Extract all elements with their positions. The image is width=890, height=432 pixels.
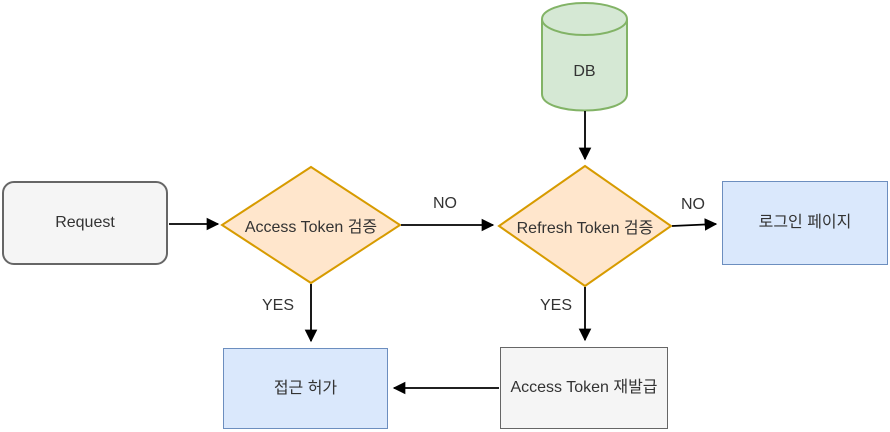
db-cylinder-body (541, 19, 628, 112)
db-cylinder-shape (541, 2, 628, 112)
edge-label-refresh-yes: YES (537, 297, 575, 315)
diagram-edges (169, 111, 718, 395)
edge-refresh-check-to-login-page (671, 218, 718, 231)
edge-label-access-no: NO (431, 195, 459, 213)
node-access-grant-label: 접근 허가 (273, 379, 338, 397)
db-cylinder-lid (541, 2, 628, 36)
edge-label-refresh-no: NO (679, 196, 707, 214)
access-token-decision-diamond (220, 165, 402, 285)
refresh-token-decision-diamond (497, 164, 673, 288)
node-request: Request (2, 181, 168, 265)
node-login-page: 로그인 페이지 (722, 181, 888, 265)
node-token-reissue-label: Access Token 재발급 (510, 379, 658, 397)
node-login-page-label: 로그인 페이지 (758, 214, 852, 232)
node-request-label: Request (55, 214, 115, 232)
edge-label-access-yes: YES (259, 297, 297, 315)
node-access-grant: 접근 허가 (223, 348, 388, 429)
node-token-reissue: Access Token 재발급 (500, 347, 668, 429)
